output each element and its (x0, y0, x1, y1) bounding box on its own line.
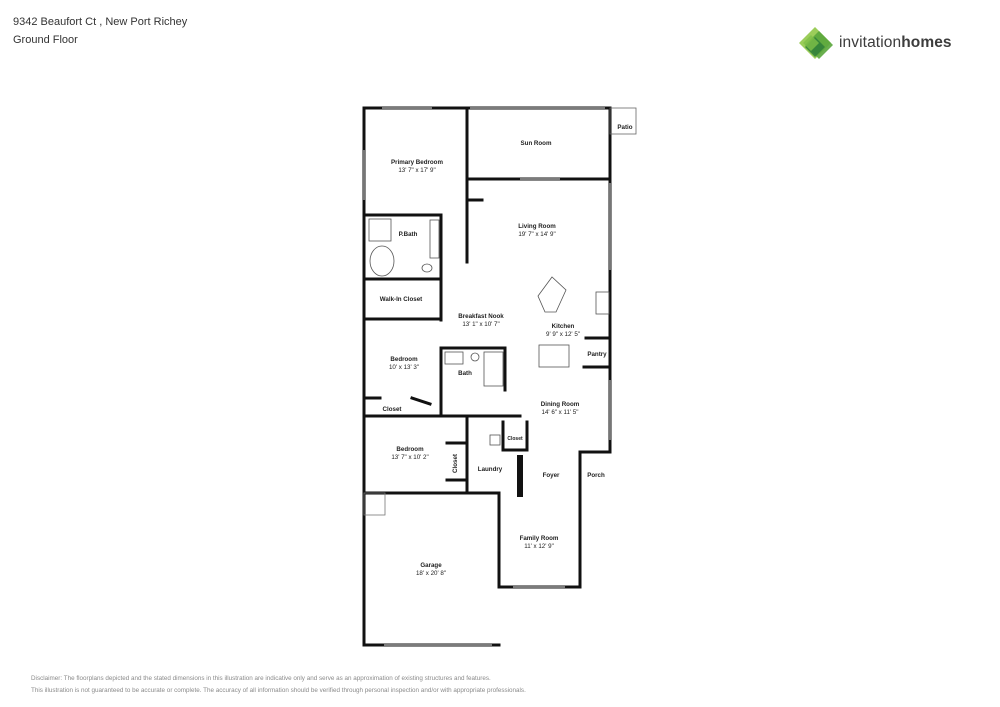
room-name: Walk-In Closet (379, 296, 423, 303)
room-porch: Porch (587, 472, 605, 480)
room-name: Sun Room (520, 140, 552, 147)
room-name: Bedroom (396, 446, 424, 453)
room-dining-room: Dining Room 14' 6" x 11' 5" (541, 401, 580, 417)
room-name: Foyer (542, 472, 560, 479)
room-name: Pantry (587, 351, 607, 358)
room-primary-bedroom: Primary Bedroom 13' 7" x 17' 9" (391, 159, 443, 175)
brand-name-part2: homes (901, 34, 952, 51)
room-name: Garage (420, 562, 442, 569)
room-dims: 10' x 13' 3" (388, 364, 420, 371)
room-name: Primary Bedroom (391, 159, 443, 166)
room-dims: 14' 6" x 11' 5" (541, 409, 579, 416)
disclaimer-line-2: This illustration is not guaranteed to b… (31, 687, 526, 694)
room-sun-room: Sun Room (521, 140, 552, 148)
room-garage: Garage 18' x 20' 8" (416, 562, 446, 578)
brand-name-part1: invitation (839, 34, 902, 51)
room-name: Bath (458, 370, 472, 377)
room-dims: 19' 7" x 14' 9" (518, 231, 556, 238)
room-family-room: Family Room 11' x 12' 9" (520, 535, 559, 551)
room-dims: 13' 1" x 10' 7" (462, 321, 500, 328)
room-name: Closet (507, 436, 523, 442)
room-name: Living Room (518, 223, 556, 230)
floor-name: Ground Floor (13, 34, 78, 46)
brand-name: invitationhomes (839, 34, 952, 52)
room-name: Breakfast Nook (458, 313, 504, 320)
room-dims: 9' 9" x 12' 5" (546, 331, 580, 338)
brand-logo: invitationhomes (797, 25, 982, 65)
room-breakfast-nook: Breakfast Nook 13' 1" x 10' 7" (458, 313, 503, 329)
room-foyer: Foyer (543, 472, 560, 480)
room-living-room: Living Room 19' 7" x 14' 9" (518, 223, 555, 239)
room-bath: Bath (458, 370, 472, 378)
room-bedroom-1: Bedroom 10' x 13' 3" (389, 356, 419, 372)
diamond-logo-icon (799, 27, 833, 59)
room-dims: 13' 7" x 17' 9" (398, 167, 436, 174)
room-name: Dining Room (540, 401, 580, 408)
room-laundry: Laundry (478, 466, 502, 474)
room-dims: 18' x 20' 8" (415, 570, 447, 577)
room-name: Laundry (477, 466, 503, 473)
room-name: Porch (587, 472, 605, 479)
property-address: 9342 Beaufort Ct , New Port Richey (13, 16, 188, 28)
room-name: P.Bath (398, 231, 418, 238)
room-pbath: P.Bath (399, 231, 418, 239)
room-walkin-closet: Walk-In Closet (380, 296, 422, 304)
room-closet-1: Closet (383, 406, 402, 414)
room-closet-2: Closet (507, 435, 522, 443)
room-name: Family Room (519, 535, 559, 542)
room-name: Kitchen (551, 323, 575, 330)
room-kitchen: Kitchen 9' 9" x 12' 5" (546, 323, 580, 339)
room-dims: 11' x 12' 9" (524, 543, 554, 550)
room-name: Bedroom (390, 356, 418, 363)
room-bedroom-2: Bedroom 13' 7" x 10' 2" (391, 446, 428, 462)
room-patio: Patio (617, 124, 632, 132)
room-name: Closet (382, 406, 402, 413)
room-dims: 13' 7" x 10' 2" (391, 454, 429, 461)
room-pantry: Pantry (587, 351, 606, 359)
disclaimer-line-1: Disclaimer: The floorplans depicted and … (31, 675, 491, 682)
room-name: Patio (617, 124, 633, 131)
room-closet-3: Closet (451, 454, 459, 473)
